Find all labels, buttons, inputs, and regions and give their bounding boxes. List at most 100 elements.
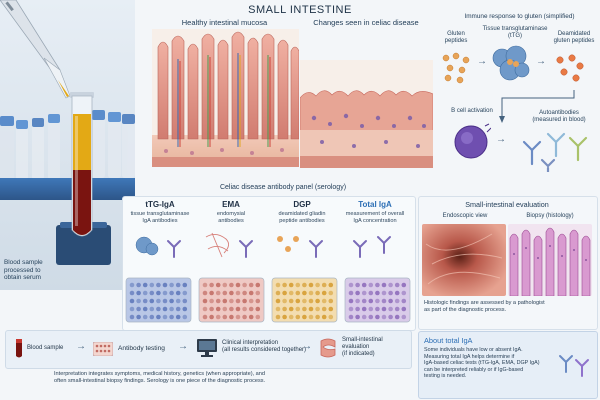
plate-well (348, 306, 354, 312)
plate-well (248, 298, 254, 304)
diagnostic-flow (5, 330, 412, 369)
plate-well (229, 314, 234, 320)
flow-step-blood-sample: Blood sample (27, 345, 64, 351)
antibody-icon (522, 132, 588, 172)
antibody-icon (353, 236, 391, 258)
gluten-peptides-label: Gluten peptides (444, 31, 468, 44)
plate-well (248, 314, 254, 320)
plate-well (315, 314, 320, 320)
plate-well (169, 298, 174, 304)
plate-well (149, 298, 155, 304)
plate-well (248, 282, 254, 288)
plate-well (182, 306, 188, 312)
plate-well (388, 290, 393, 296)
plate-well (136, 298, 141, 304)
plate-well (229, 298, 234, 304)
plate-well (275, 314, 281, 320)
plate-well (328, 282, 334, 288)
plate-well (209, 314, 214, 320)
plate-well (315, 282, 320, 288)
plate-well (282, 314, 287, 320)
arrow-icon: → (302, 341, 312, 352)
plate-well (255, 290, 261, 296)
plate-well (368, 298, 374, 304)
plate-well (282, 306, 287, 312)
plate-well (235, 306, 241, 312)
antibody-icon (205, 232, 253, 258)
plate-well (361, 282, 367, 288)
plate-well (375, 290, 380, 296)
plate-well (355, 290, 360, 296)
plate-well (209, 290, 214, 296)
plate-well (355, 282, 360, 288)
plate-well (355, 306, 360, 312)
plate-well (308, 306, 314, 312)
plate-well (255, 298, 261, 304)
plate-well (401, 290, 407, 296)
plate-well (149, 282, 155, 288)
plate-well (209, 306, 214, 312)
plate-well (235, 314, 241, 320)
assay-plate (125, 277, 192, 323)
plate-well (361, 306, 367, 312)
plate-well (242, 314, 247, 320)
plate-well (302, 298, 307, 304)
plate-well (368, 314, 374, 320)
plate-well (175, 306, 181, 312)
plate-well (156, 298, 161, 304)
plate-well (129, 314, 135, 320)
test-tube-icon (70, 92, 94, 237)
plate-well (381, 290, 387, 296)
plate-well (348, 314, 354, 320)
flow-step-clinical-interpretation: Clinical interpretation (all results con… (222, 340, 307, 353)
dgp-title: DGP (293, 200, 311, 209)
histology-note: Histologic findings are assessed by a pa… (424, 300, 545, 313)
antibody-icon (559, 355, 589, 377)
plate-well (156, 290, 161, 296)
plate-well (202, 282, 208, 288)
ttg-iga-desc: tissue transglutaminase IgA antibodies (130, 211, 190, 224)
plate-well (315, 306, 320, 312)
plate-well (182, 282, 188, 288)
plate-well (381, 282, 387, 288)
plate-well (321, 306, 327, 312)
plate-well (295, 282, 301, 288)
plate-well (315, 290, 320, 296)
plate-well (388, 282, 393, 288)
plate-well (235, 290, 241, 296)
plate-well (156, 314, 161, 320)
plate-well (321, 314, 327, 320)
plate-well (375, 306, 380, 312)
plate-well (229, 282, 234, 288)
plate-well (202, 314, 208, 320)
plate-well (229, 306, 234, 312)
plate-well (288, 298, 294, 304)
plate-well (229, 290, 234, 296)
plate-well (255, 306, 261, 312)
plate-icon (93, 342, 113, 356)
plate-well (308, 314, 314, 320)
arrow-icon: → (76, 341, 86, 352)
plate-well (169, 290, 174, 296)
plate-well (355, 298, 360, 304)
arrow-icon: → (178, 341, 188, 352)
ema-desc: endomysial antibodies (216, 211, 246, 224)
plate-well (394, 290, 400, 296)
plate-well (401, 314, 407, 320)
plate-well (295, 314, 301, 320)
plate-well (368, 306, 374, 312)
plate-well (302, 282, 307, 288)
plate-well (222, 314, 228, 320)
plate-well (242, 306, 247, 312)
plate-well (328, 314, 334, 320)
ttg-iga-title: tTG-IgA (145, 200, 175, 209)
assay-plate (271, 277, 338, 323)
plate-well (348, 282, 354, 288)
plate-well (129, 298, 135, 304)
plate-well (361, 290, 367, 296)
plate-well (302, 314, 307, 320)
plate-well (149, 290, 155, 296)
about-iga-text: Some individuals have low or absent IgA.… (424, 347, 540, 379)
flow-step-antibody-testing: Antibody testing (118, 345, 165, 352)
about-iga-card (418, 331, 598, 399)
